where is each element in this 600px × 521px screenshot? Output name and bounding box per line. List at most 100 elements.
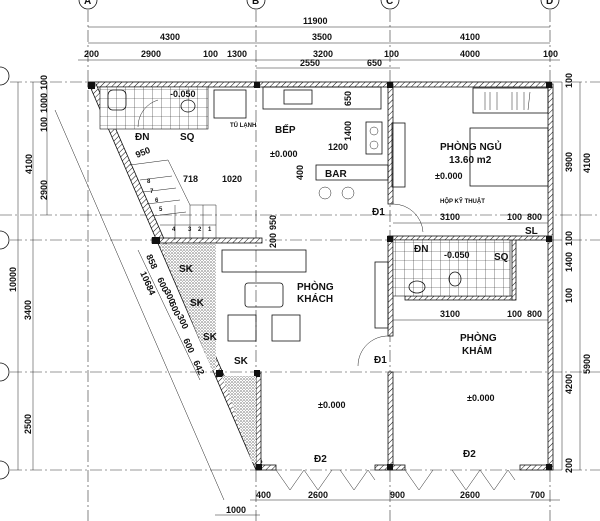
- plan-label: 2500: [23, 414, 33, 434]
- plan-label: A: [84, 0, 91, 7]
- plan-label: 1300: [227, 49, 247, 59]
- plan-label: 3500: [312, 32, 332, 42]
- plan-label: 200: [268, 233, 278, 248]
- plan-label: 900: [390, 490, 405, 500]
- left-dimensions: 100 1000 100 4100 2900 10000 3400 2500: [8, 75, 49, 470]
- armchair-icon: [227, 314, 257, 342]
- plan-label: Đ2: [463, 449, 476, 460]
- plan-label: 1400: [564, 252, 574, 272]
- plan-label: 100: [564, 288, 574, 303]
- stool-icon: [318, 186, 332, 200]
- plan-label: ±0.000: [467, 393, 494, 403]
- plan-label: 100: [384, 49, 399, 59]
- plan-label: 2900: [39, 180, 49, 200]
- plan-label: 3100: [440, 212, 460, 222]
- stool-icon: [341, 186, 355, 200]
- plan-label: BẾP: [275, 123, 296, 136]
- plan-label: 1020: [222, 174, 242, 184]
- sofa-icon: [221, 249, 307, 273]
- plan-label: HỘP KỸ THUẬT: [440, 197, 485, 205]
- plan-label: SL: [525, 226, 538, 237]
- grid-bubble-d: D: [540, 0, 560, 10]
- plan-label: ±0.000: [435, 171, 462, 181]
- plan-label: 1200: [328, 142, 348, 152]
- plan-label: KHÁCH: [297, 292, 333, 305]
- plan-label: 2: [198, 227, 202, 233]
- toilet-icon: [180, 99, 196, 113]
- plan-label: Đ1: [372, 207, 385, 218]
- bar-counter: [315, 164, 389, 181]
- plan-label: 5900: [582, 354, 592, 374]
- grid-bubble-a: A: [78, 0, 98, 10]
- grid-bubble-c: C: [380, 0, 400, 10]
- plan-label: 200: [564, 458, 574, 473]
- stove-icon: [365, 121, 383, 155]
- right-dimensions: 100 3900 4100 100 1400 100 5900 4200 200: [561, 73, 592, 473]
- front-hall: ±0.000 Đ2: [275, 400, 516, 491]
- plan-label: 400: [295, 165, 305, 180]
- plan-label: 10684: [138, 270, 157, 297]
- plan-label: ĐN: [414, 244, 428, 255]
- plan-label: 100: [564, 231, 574, 246]
- plan-label: 4100: [582, 153, 592, 173]
- plan-label: 100: [203, 49, 218, 59]
- plan-label: 3200: [313, 49, 333, 59]
- plan-label: SK: [234, 356, 249, 367]
- plan-label: 100: [564, 73, 574, 88]
- plan-label: Đ1: [374, 355, 387, 366]
- plan-label: 8: [147, 179, 151, 185]
- plan-label: 200: [84, 49, 99, 59]
- plan-label: TỦ LẠNH: [230, 122, 256, 129]
- kitchen-sink-icon: [283, 89, 313, 105]
- plan-label: 7: [150, 189, 154, 195]
- top-dimensions: 11900 4300 3500 4100 200 2900 100 1300 3…: [78, 16, 560, 69]
- plan-label: PHÒNG: [460, 331, 497, 344]
- folding-door-icon: [275, 469, 516, 491]
- plan-label: 600: [181, 337, 196, 355]
- plan-label: 300: [175, 313, 190, 331]
- bed-icon: [469, 127, 549, 187]
- living-room: PHÒNG KHÁCH Đ1: [221, 249, 390, 367]
- toilet-icon: [448, 271, 462, 287]
- plan-label: 1000: [39, 93, 49, 113]
- coffee-table-icon: [244, 282, 284, 308]
- bedroom: PHÒNG NGỦ 13.60 m2 ±0.000 HỘP KỸ THUẬT Đ…: [372, 87, 549, 237]
- fridge-icon: [213, 89, 247, 119]
- plan-label: SK: [190, 298, 205, 309]
- grid-bubbles-left: [0, 66, 10, 480]
- wc-top-left: ĐN SQ -0.050 TỦ LẠNH: [99, 86, 256, 143]
- sink-icon: [107, 89, 127, 111]
- plan-label: ±0.000: [270, 149, 297, 159]
- plan-label: 4200: [564, 374, 574, 394]
- plan-label: 1: [208, 227, 212, 233]
- plan-label: 100: [39, 75, 49, 90]
- plan-label: 800: [527, 309, 542, 319]
- plan-label: 700: [530, 490, 545, 500]
- plan-label: 6: [155, 198, 159, 204]
- plan-label: ĐN: [135, 132, 149, 143]
- plan-label: 642: [191, 359, 206, 377]
- plan-label: PHÒNG NGỦ: [440, 140, 502, 153]
- plan-label: 650: [367, 58, 382, 68]
- plan-label: 2550: [300, 58, 320, 68]
- plan-label: SQ: [180, 132, 195, 143]
- plan-label: 1000: [226, 505, 246, 515]
- armchair-icon: [271, 314, 301, 342]
- sink-icon: [408, 280, 426, 294]
- staircase: 950 718 1020 8 7 6 5 4 3 2 1: [129, 145, 242, 240]
- tv-cabinet: [391, 122, 406, 188]
- plan-label: 718: [183, 174, 198, 184]
- plan-label: 3900: [564, 152, 574, 172]
- plan-label: 650: [343, 91, 353, 106]
- plan-label: C: [386, 0, 393, 7]
- plan-label: 2600: [308, 490, 328, 500]
- plan-label: B: [252, 0, 259, 7]
- plan-label: SQ: [494, 252, 509, 263]
- plan-label: -0.050: [170, 89, 196, 99]
- tv-cabinet: [374, 261, 389, 329]
- plan-label: 4: [172, 227, 176, 233]
- plan-label: ±0.000: [318, 400, 345, 410]
- plan-label: 4100: [24, 154, 34, 174]
- plan-label: D: [546, 0, 553, 7]
